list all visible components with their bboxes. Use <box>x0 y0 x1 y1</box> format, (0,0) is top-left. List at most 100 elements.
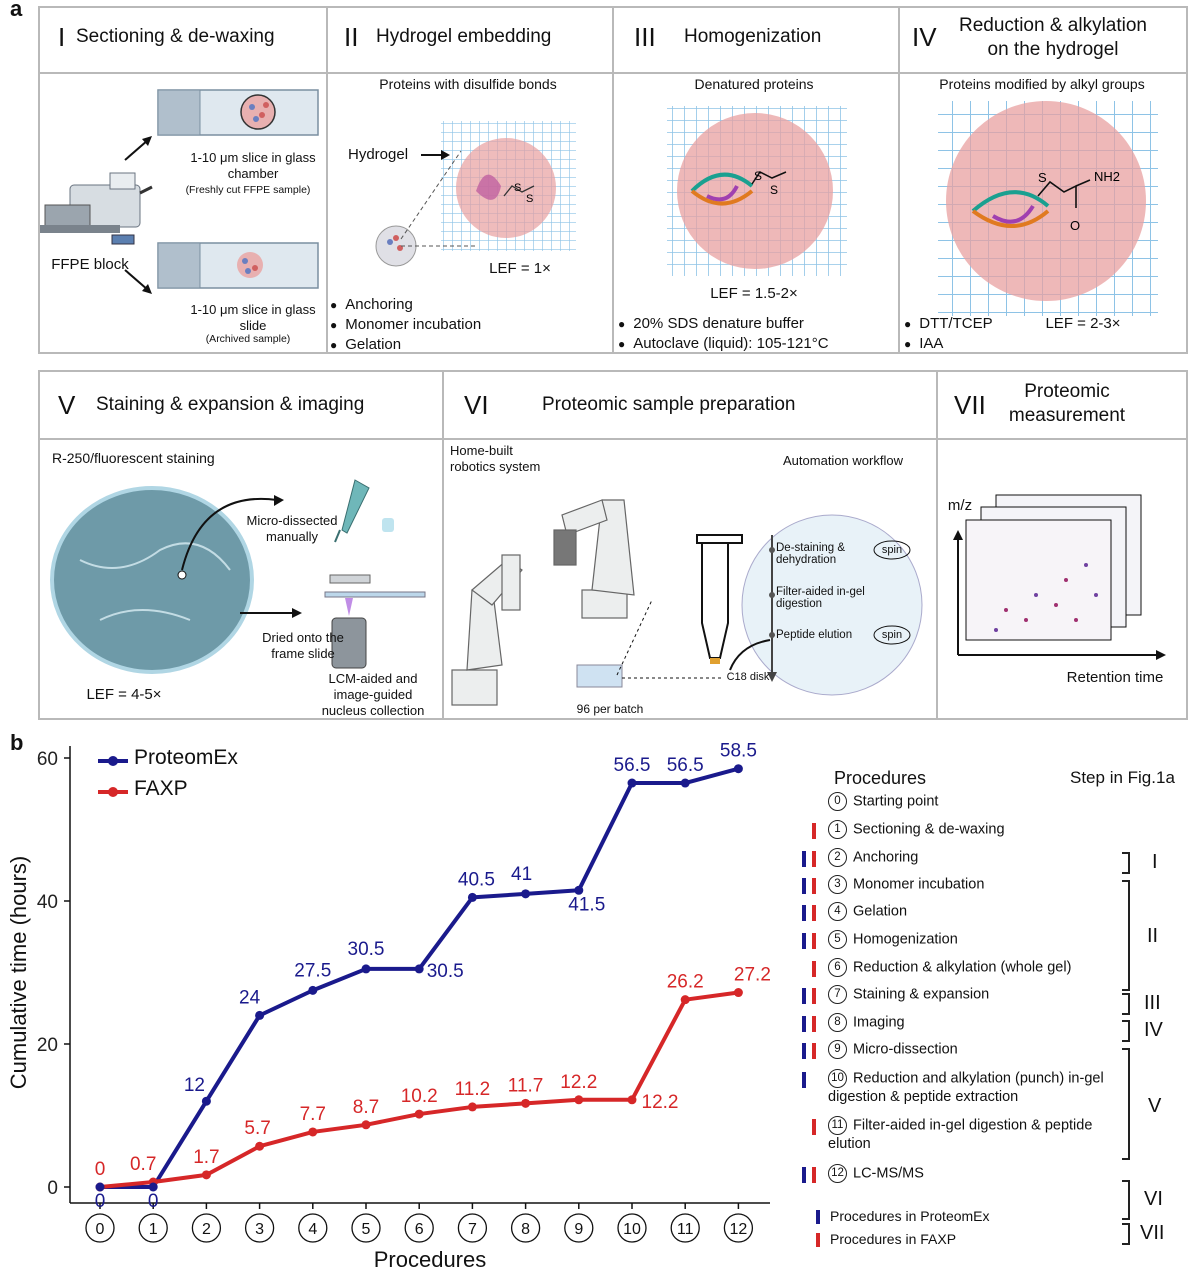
workflow-label: Automation workflow <box>783 453 903 468</box>
step-header: Step in Fig.1a <box>1070 768 1175 787</box>
x-tick-circle <box>191 1213 222 1243</box>
y-tick-label: 40 <box>37 892 58 913</box>
c18-label: C18 disk <box>726 671 770 683</box>
step-2-header: II Hydrogel embedding <box>326 8 610 72</box>
step-3-bullets: 20% SDS denature buffer Autoclave (liqui… <box>618 314 828 354</box>
ffpe-label: FFPE block <box>51 256 129 273</box>
faxp-marker <box>812 1119 816 1135</box>
hydrogel-label: Hydrogel <box>348 146 409 163</box>
step-group-II: II <box>1147 925 1159 947</box>
data-point <box>733 764 743 774</box>
procedure-number: 8 <box>828 1013 847 1032</box>
data-label: 11.2 <box>455 1079 491 1100</box>
step-2-bullets: Anchoring Monomer incubation Gelation <box>330 295 481 355</box>
data-point <box>574 885 584 895</box>
step-group-VII: VII <box>1140 1222 1165 1244</box>
tip-column-icon <box>696 534 743 664</box>
step-title: Proteomic sample preparation <box>542 394 796 415</box>
data-point <box>414 964 424 974</box>
bullet-item: Anchoring <box>330 295 481 315</box>
step-4-header: IV Reduction & alkylation on the hydroge… <box>898 8 1186 72</box>
procedure-label: Gelation <box>853 903 908 920</box>
bullet-item: Gelation <box>330 335 481 355</box>
wf3-label: Peptide elution <box>776 629 853 641</box>
data-point <box>361 1120 371 1130</box>
proteomex-marker <box>802 878 806 894</box>
ffpe-block-icon <box>111 234 135 245</box>
step-group-VI: VI <box>1144 1188 1163 1210</box>
procedure-number: 7 <box>828 985 847 1004</box>
data-label: 30.5 <box>427 961 464 982</box>
y-tick-label: 0 <box>47 1178 58 1199</box>
svg-text:S: S <box>770 183 778 197</box>
x-tick-circle <box>617 1213 647 1243</box>
chart-legend: ProteomEx FAXP <box>98 746 298 810</box>
proteomex-marker <box>802 1043 806 1059</box>
step-group-IV: IV <box>1144 1019 1163 1041</box>
robot-label: Home-built robotics system <box>450 443 541 474</box>
tissue-section <box>240 94 276 130</box>
procedure-label: Staining & expansion <box>853 986 990 1003</box>
data-point <box>95 1182 105 1192</box>
step-4-subtitle: Proteins modified by alkyl groups <box>939 76 1145 92</box>
legend-faxp: FAXP <box>134 777 188 800</box>
x-tick-label: 11 <box>677 1221 694 1238</box>
step-4-lef: LEF = 2-3× <box>1045 315 1121 332</box>
data-point <box>521 1098 531 1108</box>
step-number: VI <box>464 390 489 420</box>
data-label: 27.5 <box>294 960 331 981</box>
procedure-label: Micro-dissection <box>853 1041 958 1058</box>
data-label: 58.5 <box>720 741 757 762</box>
step-title: Staining & expansion & imaging <box>96 394 365 415</box>
data-point <box>521 889 531 899</box>
procedure-label: Monomer incubation <box>853 876 985 893</box>
panel-b-label: b <box>10 730 24 755</box>
faxp-marker <box>812 905 816 921</box>
data-point <box>308 1127 318 1137</box>
legend-faxp-procedures: Procedures in FAXP <box>830 1231 957 1247</box>
procedure-label: LC-MS/MS <box>853 1165 924 1182</box>
procedure-row: 7 Staining & expansion <box>800 985 1120 1025</box>
bullet-item: Autoclave (liquid): 105-121°C <box>618 334 828 354</box>
chem-nh2: NH2 <box>1094 169 1120 184</box>
data-point <box>148 1182 158 1192</box>
step-number: II <box>344 22 359 52</box>
y-tick-label: 60 <box>37 749 58 770</box>
faxp-marker <box>812 961 816 977</box>
faxp-marker <box>812 823 816 839</box>
data-label: 40.5 <box>458 869 495 890</box>
step-group-V: V <box>1148 1095 1162 1117</box>
step-4-bullets: DTT/TCEP IAA <box>904 314 992 354</box>
step-6-header: VI Proteomic sample preparation <box>442 372 932 438</box>
step-number: IV <box>912 22 937 52</box>
step-title: Homogenization <box>684 26 822 47</box>
data-label: 56.5 <box>667 755 704 776</box>
procedure-number: 12 <box>828 1164 847 1183</box>
data-label: 5.7 <box>244 1118 270 1139</box>
data-point <box>733 988 743 998</box>
data-point <box>574 1095 584 1105</box>
hydrogel-tissue-icon <box>456 138 556 238</box>
chem-s: S <box>1038 170 1047 185</box>
legend-proteomex-procedures: Procedures in ProteomEx <box>830 1208 990 1224</box>
data-label: 1.7 <box>193 1147 219 1168</box>
step-5-header: V Staining & expansion & imaging <box>40 372 440 438</box>
data-point <box>467 1102 477 1112</box>
procedure-number: 1 <box>828 820 847 839</box>
faxp-marker <box>812 1043 816 1059</box>
denatured-gel-icon <box>677 113 833 269</box>
x-tick-label: 4 <box>308 1221 317 1238</box>
ms-heatmap <box>965 519 1112 641</box>
step-4-illustration: S NH2 O <box>938 101 1158 316</box>
procedure-label: Starting point <box>853 793 939 810</box>
wf2-label: Filter-aided in-gel digestion <box>776 586 865 610</box>
data-label: 12 <box>184 1075 205 1096</box>
data-label: 0 <box>148 1191 159 1212</box>
legend-proteomex: ProteomEx <box>134 746 238 769</box>
step-2-subtitle: Proteins with disulfide bonds <box>379 76 557 92</box>
data-label: 24 <box>239 987 261 1008</box>
data-label: 12.2 <box>560 1072 597 1093</box>
